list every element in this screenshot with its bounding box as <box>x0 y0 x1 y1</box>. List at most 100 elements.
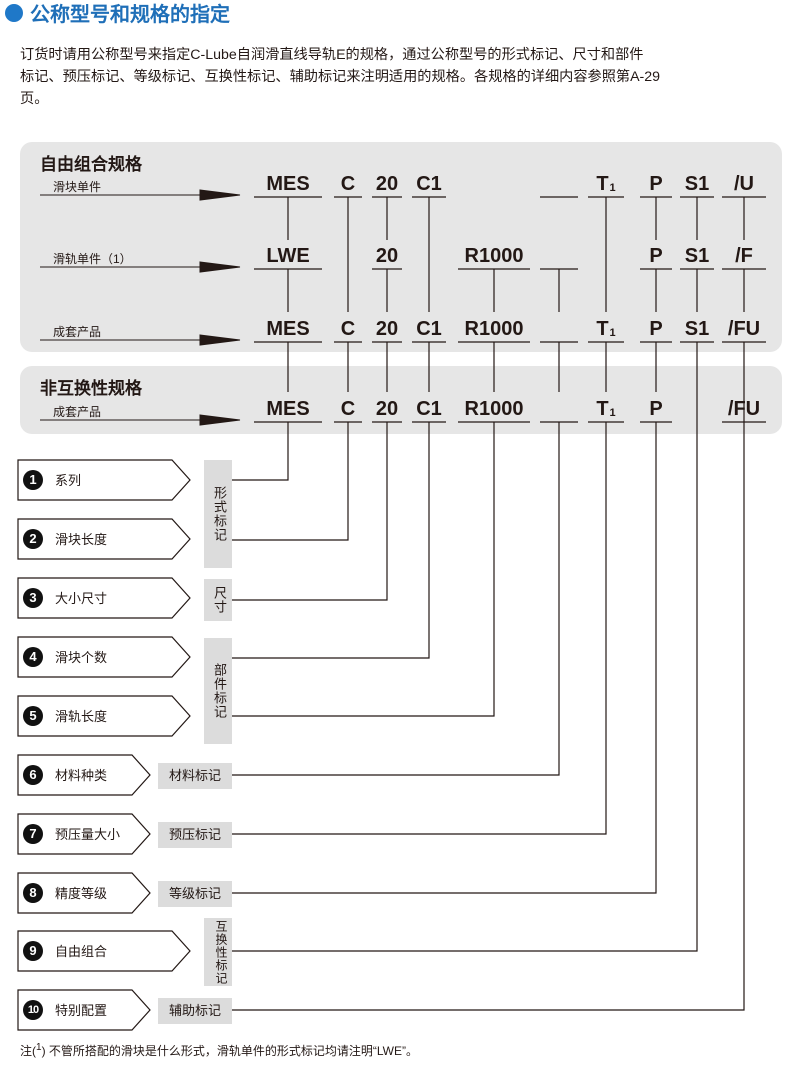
preload-letter: T <box>596 398 609 420</box>
item-label-7: 预压量大小 <box>55 827 121 842</box>
code-size: 20 <box>375 245 399 267</box>
item-pentagon-10 <box>17 989 151 1031</box>
row-arrow-head <box>199 334 241 346</box>
code-interchange: S1 <box>684 245 710 267</box>
code-interchange: S1 <box>684 173 710 195</box>
code-series: MES <box>266 173 310 195</box>
footnote: 注(1) 不管所搭配的滑块是什么形式，滑轨单件的形式标记均请注明“LWE”。 <box>20 1042 418 1059</box>
item-pentagon-4 <box>17 636 191 678</box>
leader-special <box>232 342 745 1011</box>
item-number-6: 6 <box>23 765 43 785</box>
item-number-9: 9 <box>23 941 43 961</box>
intro-line-2: 标记、预压标记、等级标记、互换性标记、辅助标记来注明适用的规格。各规格的详细内容… <box>20 69 661 85</box>
item-pentagons <box>17 459 191 1031</box>
code-series: LWE <box>266 245 310 267</box>
row-label-rail-unit: 滑轨单件（1） <box>53 252 132 266</box>
item-number-4: 4 <box>23 647 43 667</box>
group-interchange-mark: 互换性标记 <box>204 918 232 986</box>
code-rail-length: R1000 <box>464 245 524 267</box>
item-number-5: 5 <box>23 706 43 726</box>
code-special: /FU <box>727 318 761 340</box>
item-pentagon-2 <box>17 518 191 560</box>
row-label-assembly-noninterchangeable: 成套产品 <box>53 405 102 419</box>
group-preload-mark: 预压标记 <box>158 822 232 848</box>
group-grade-mark: 等级标记 <box>158 881 232 907</box>
code-preload: T1 <box>588 172 624 199</box>
leader-size <box>232 422 388 601</box>
item-pentagon-9 <box>17 930 191 972</box>
leader-interchange <box>232 342 698 952</box>
item-pentagon-6 <box>17 754 151 796</box>
preload-subscript: 1 <box>609 327 616 339</box>
leader-preload <box>232 422 607 835</box>
code-grade: P <box>649 398 663 420</box>
code-series: MES <box>266 398 310 420</box>
footnote-prefix: 注( <box>20 1044 36 1058</box>
underlines <box>254 196 766 423</box>
vertical-links <box>287 197 745 392</box>
non-interchangeable-panel <box>20 366 782 434</box>
code-special: /F <box>735 245 753 267</box>
code-size: 20 <box>375 173 399 195</box>
row-arrows <box>40 189 241 426</box>
code-rail-length: R1000 <box>464 398 524 420</box>
code-preload: T1 <box>588 317 624 344</box>
item-number-7: 7 <box>23 824 43 844</box>
group-size-mark: 尺寸 <box>204 579 232 621</box>
item-pentagon-1 <box>17 459 191 501</box>
intro-line-1: 订货时请用公称型号来指定C-Lube自润滑直线导轨E的规格，通过公称型号的形式标… <box>20 47 644 63</box>
item-number-2: 2 <box>23 529 43 549</box>
leader-block-length <box>232 422 349 541</box>
footnote-marker: 1 <box>36 1042 42 1053</box>
intro-line-3: 页。 <box>20 91 49 107</box>
row-label-assembly: 成套产品 <box>53 325 102 339</box>
row-arrow-head <box>199 261 241 273</box>
preload-subscript: 1 <box>609 182 616 194</box>
leader-lines <box>232 342 745 1011</box>
footnote-text: ) 不管所搭配的滑块是什么形式，滑轨单件的形式标记均请注明“LWE”。 <box>41 1044 419 1058</box>
item-pentagon-3 <box>17 577 191 619</box>
item-pentagon-7 <box>17 813 151 855</box>
item-number-8: 8 <box>23 883 43 903</box>
row-label-block-unit: 滑块单件 <box>53 180 102 194</box>
item-label-9: 自由组合 <box>55 944 108 959</box>
free-combination-panel <box>20 142 782 352</box>
code-block-length: C <box>340 398 356 420</box>
leader-material <box>232 422 560 776</box>
item-number-1: 1 <box>23 470 43 490</box>
group-part-mark: 部件标记 <box>204 638 232 744</box>
code-block-count: C1 <box>416 398 442 420</box>
item-label-10: 特别配置 <box>55 1003 108 1018</box>
code-preload: T1 <box>588 397 624 424</box>
free-combination-title: 自由组合规格 <box>40 155 142 174</box>
item-number-10: 10 <box>23 1000 43 1020</box>
code-interchange: S1 <box>684 318 710 340</box>
code-block-count: C1 <box>416 318 442 340</box>
preload-letter: T <box>596 318 609 340</box>
group-material-mark: 材料标记 <box>158 763 232 789</box>
code-rail-length: R1000 <box>464 318 524 340</box>
group-form-mark: 形式标记 <box>204 460 232 568</box>
code-block-count: C1 <box>416 173 442 195</box>
item-pentagon-5 <box>17 695 191 737</box>
code-size: 20 <box>375 398 399 420</box>
preload-subscript: 1 <box>609 407 616 419</box>
group-auxiliary-mark: 辅助标记 <box>158 998 232 1024</box>
preload-letter: T <box>596 173 609 195</box>
code-special: /U <box>734 173 754 195</box>
item-label-6: 材料种类 <box>55 768 108 783</box>
code-size: 20 <box>375 318 399 340</box>
code-grade: P <box>649 318 663 340</box>
code-grade: P <box>649 245 663 267</box>
item-label-5: 滑轨长度 <box>55 709 108 724</box>
code-block-length: C <box>340 318 356 340</box>
non-interchangeable-title: 非互换性规格 <box>40 379 142 398</box>
item-label-2: 滑块长度 <box>55 532 108 547</box>
code-series: MES <box>266 318 310 340</box>
item-label-3: 大小尺寸 <box>55 591 108 606</box>
code-grade: P <box>649 173 663 195</box>
item-label-1: 系列 <box>55 473 82 488</box>
row-arrow-head <box>199 414 241 426</box>
leader-grade <box>232 422 657 894</box>
